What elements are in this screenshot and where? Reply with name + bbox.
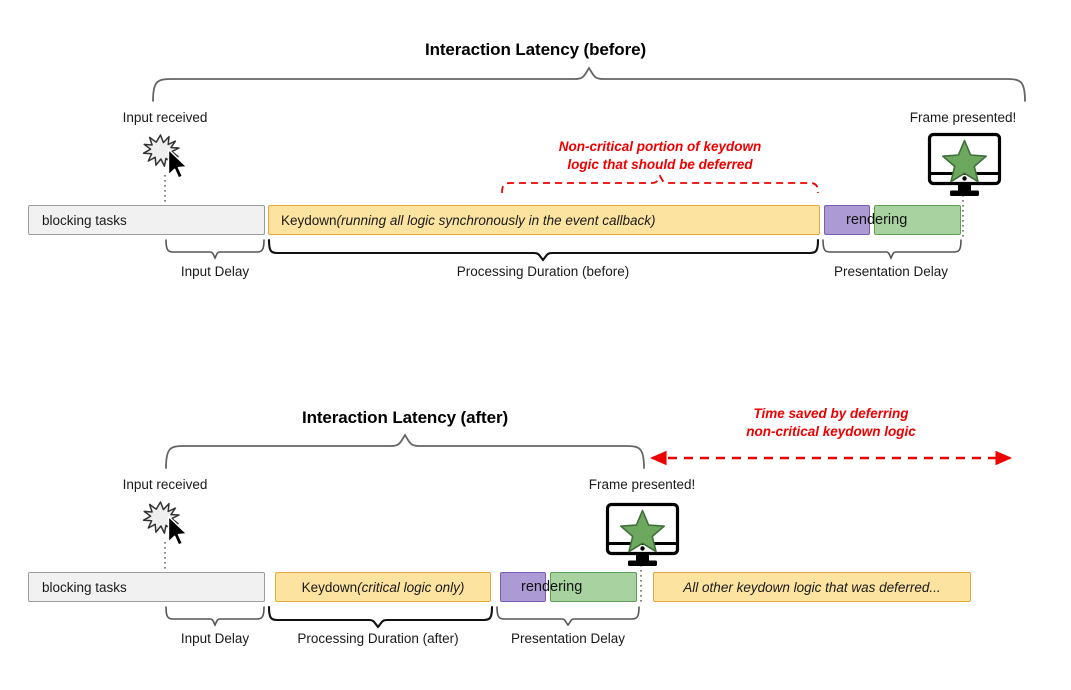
noncritical-annotation-line1: Non-critical portion of keydown xyxy=(558,139,762,154)
processing-duration-bracket-before xyxy=(267,238,820,262)
frame-presented-label-before: Frame presented! xyxy=(909,110,1017,125)
bar-label: blocking tasks xyxy=(42,579,127,595)
burst-cursor-icon xyxy=(142,134,188,179)
measure-presentation-delay-before: Presentation Delay xyxy=(833,264,949,279)
measure-presentation-delay-after: Presentation Delay xyxy=(510,631,626,646)
bar-label: Keydown xyxy=(301,579,358,595)
burst-cursor-icon xyxy=(142,501,188,546)
bar-render-green-after[interactable] xyxy=(550,572,637,602)
noncritical-annotation: Non-critical portion of keydown logic th… xyxy=(460,138,860,174)
bar-keydown-before[interactable]: Keydown (running all logic synchronously… xyxy=(268,205,820,235)
bar-label-italic: (critical logic only) xyxy=(357,579,465,595)
time-saved-annotation-line2: non-critical keydown logic xyxy=(746,423,916,439)
noncritical-annotation-line2: logic that should be deferred xyxy=(567,156,753,172)
bar-deferred-work-after[interactable]: All other keydown logic that was deferre… xyxy=(653,572,971,602)
time-saved-annotation-line1: Time saved by deferring xyxy=(753,406,909,421)
bar-render-purple-after[interactable] xyxy=(500,572,546,602)
measure-processing-duration-after: Processing Duration (after) xyxy=(297,631,459,646)
bar-label: Keydown xyxy=(281,212,337,228)
bar-label-italic: (running all logic synchronously in the … xyxy=(336,212,656,228)
measure-processing-duration-before: Processing Duration (before) xyxy=(456,264,630,279)
input-delay-bracket-before xyxy=(165,239,265,260)
diagram-title-before: Interaction Latency (before) xyxy=(424,40,647,59)
presentation-delay-bracket-after xyxy=(496,606,640,627)
bar-label-italic: All other keydown logic that was deferre… xyxy=(683,579,941,595)
latency-bracket-after xyxy=(165,433,645,469)
bar-render-green-before[interactable] xyxy=(874,205,961,235)
noncritical-dashed-bracket xyxy=(501,174,819,194)
bar-blocking-tasks-after[interactable]: blocking tasks xyxy=(28,572,265,602)
bar-render-purple-before[interactable] xyxy=(824,205,870,235)
bar-blocking-tasks-before[interactable]: blocking tasks xyxy=(28,205,265,235)
input-received-label-after: Input received xyxy=(122,477,208,492)
frame-presented-label-after: Frame presented! xyxy=(588,477,696,492)
measure-input-delay-after: Input Delay xyxy=(180,631,250,646)
latency-bracket-before xyxy=(152,66,1026,102)
bar-label: blocking tasks xyxy=(42,212,127,228)
diagram-title-after: Interaction Latency (after) xyxy=(301,408,509,427)
input-received-label-before: Input received xyxy=(122,110,208,125)
time-saved-annotation: Time saved by deferring non-critical key… xyxy=(661,405,1001,441)
processing-duration-bracket-after xyxy=(267,605,494,629)
monitor-star-icon xyxy=(927,132,1002,196)
monitor-star-icon xyxy=(605,502,680,566)
presentation-delay-bracket-before xyxy=(822,239,962,260)
measure-input-delay-before: Input Delay xyxy=(180,264,250,279)
bar-keydown-after[interactable]: Keydown (critical logic only) xyxy=(275,572,491,602)
input-delay-bracket-after xyxy=(165,606,265,627)
